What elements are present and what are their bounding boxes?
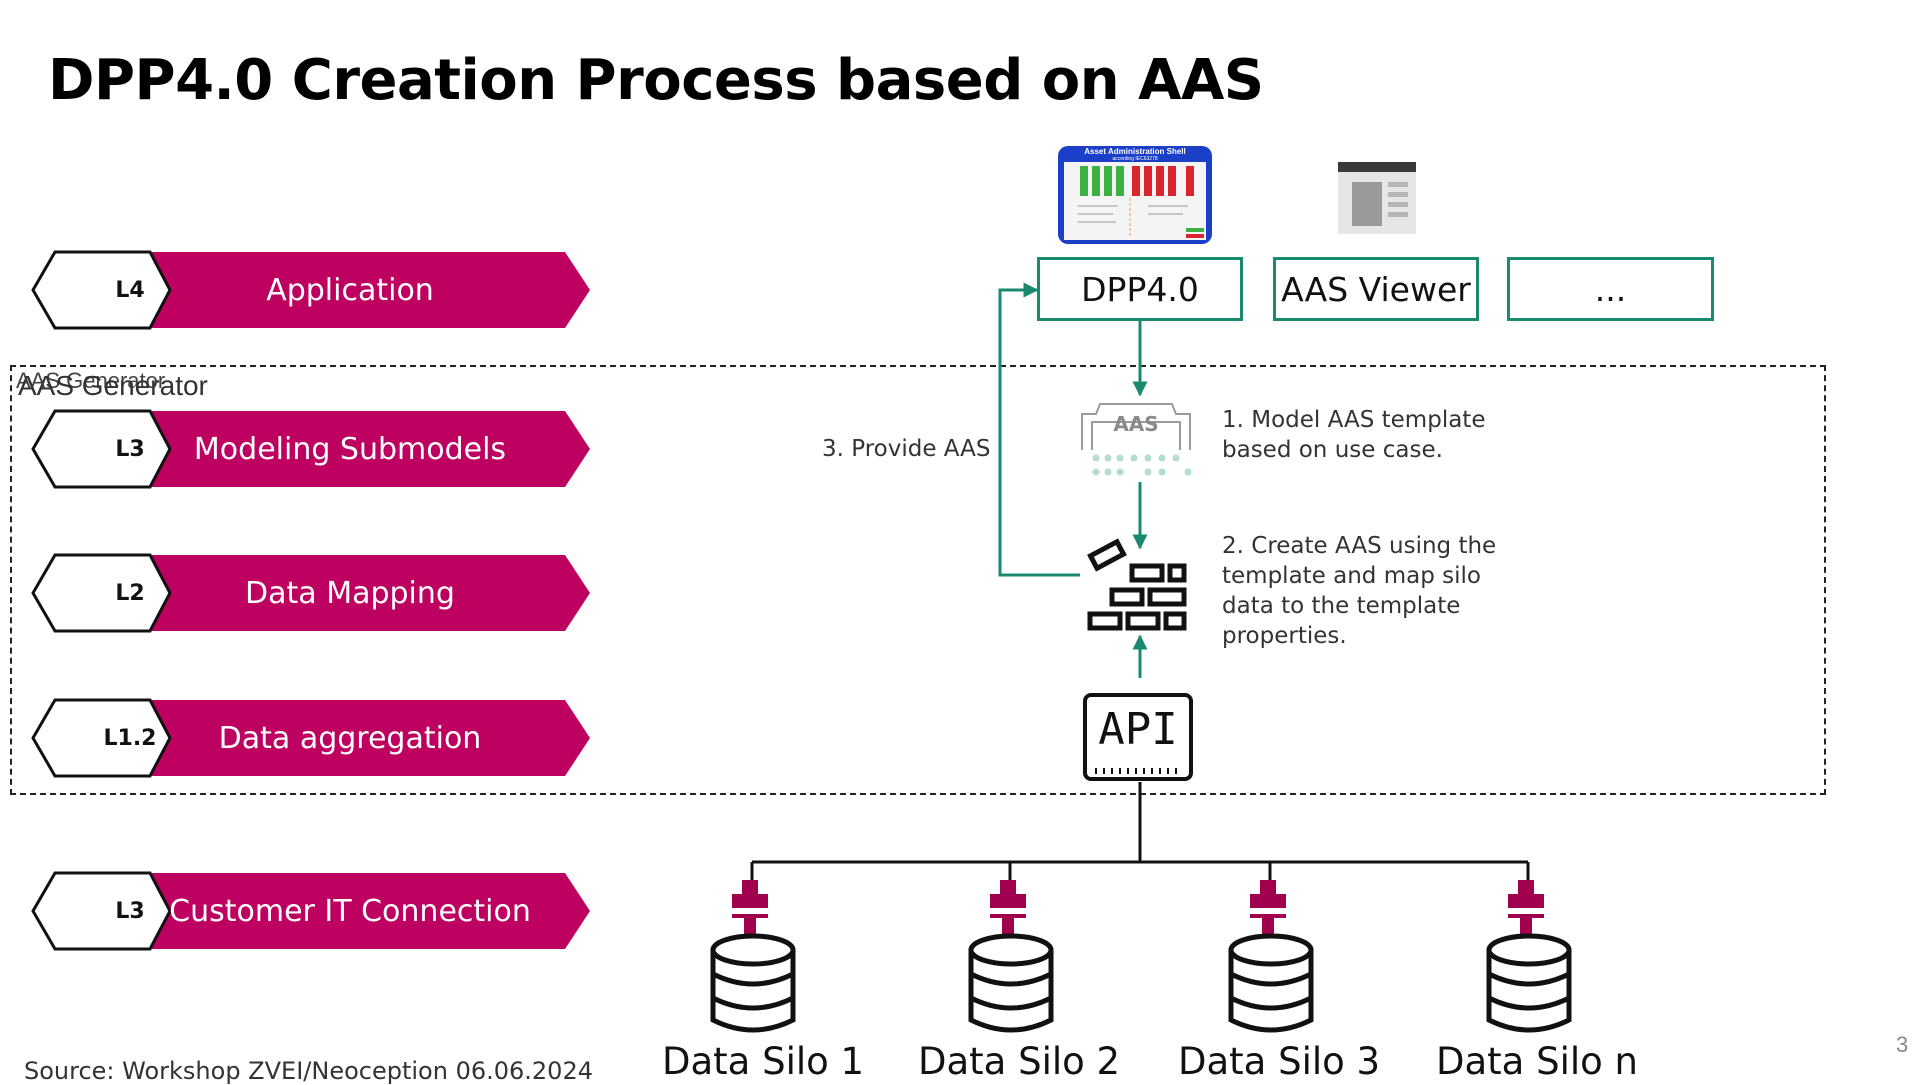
layer-name: Data aggregation [218, 720, 482, 756]
layer-application: L4 Application [30, 250, 590, 330]
layer-code: L3 [115, 898, 145, 924]
layer-code: L1.2 [103, 725, 157, 751]
page-title: DPP4.0 Creation Process based on AAS [48, 48, 1264, 113]
layer-modeling-submodels: L3 Modeling Submodels [30, 409, 590, 489]
arrow-provide-aas [998, 282, 1080, 577]
data-silo-3 [1226, 880, 1316, 1038]
layer-code: L4 [115, 277, 145, 303]
thumbnail-header: Asset Administration Shell [1084, 147, 1186, 156]
data-silo-n-label: Data Silo n [1436, 1040, 1639, 1083]
layer-customer-it-connection: L3 Customer IT Connection [30, 871, 590, 951]
data-silo-1 [708, 880, 798, 1038]
layer-name: Application [266, 272, 434, 308]
step-3-note: 3. Provide AAS [822, 436, 991, 462]
generator-label-small: AAS Generator [16, 368, 166, 393]
page-number: 3 [1896, 1032, 1909, 1057]
api-label: API [1098, 704, 1178, 755]
layer-data-mapping: L2 Data Mapping [30, 553, 590, 633]
aas-document-thumbnail: Asset Administration Shell according IEC… [1058, 146, 1212, 244]
thumbnail-subheader: according IEC63278 [1112, 156, 1158, 162]
layer-data-aggregation: L1.2 Data aggregation [30, 698, 590, 778]
data-silo-3-label: Data Silo 3 [1178, 1040, 1381, 1083]
app-box-dpp: DPP4.0 [1037, 257, 1243, 321]
aas-generator-region [10, 365, 1826, 795]
layer-name: Customer IT Connection [169, 893, 531, 929]
app-box-more: ... [1507, 257, 1714, 321]
data-silo-1-label: Data Silo 1 [662, 1040, 865, 1083]
source-footnote: Source: Workshop ZVEI/Neoception 06.06.2… [24, 1057, 593, 1085]
layer-code: L2 [115, 580, 145, 606]
layer-name: Data Mapping [245, 575, 455, 611]
aas-template-icon: AAS [1078, 400, 1194, 482]
step-2-note: 2. Create AAS using the template and map… [1222, 533, 1497, 649]
app-box-aas-viewer: AAS Viewer [1273, 257, 1479, 321]
data-silo-2-label: Data Silo 2 [918, 1040, 1121, 1083]
step-1-note: 1. Model AAS template based on use case. [1222, 407, 1486, 463]
api-icon: API [1082, 692, 1194, 782]
data-silo-2 [966, 880, 1056, 1038]
generator-label-large: AAS Generator [18, 370, 208, 401]
data-silo-n [1484, 880, 1574, 1038]
layer-code: L3 [115, 436, 145, 462]
window-viewer-icon [1338, 162, 1416, 234]
builder-bricks-icon [1084, 538, 1192, 638]
aas-template-label: AAS [1113, 412, 1159, 436]
layer-name: Modeling Submodels [193, 431, 507, 467]
